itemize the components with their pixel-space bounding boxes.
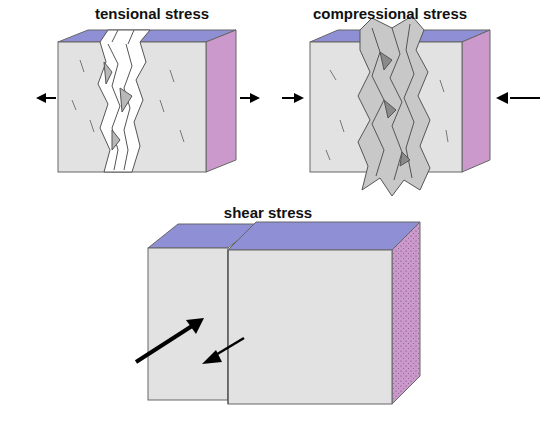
- tension-block: [58, 30, 236, 172]
- compression-block: [310, 16, 490, 196]
- shear-arrows: [136, 318, 244, 364]
- compression-arrows: [282, 92, 540, 104]
- stress-title: shear stress: [224, 204, 312, 221]
- tension-arrows: [36, 93, 260, 103]
- stress-title: compressional stress: [313, 5, 467, 22]
- stress-title: tensional stress: [95, 5, 209, 22]
- shear-blocks: [148, 222, 420, 404]
